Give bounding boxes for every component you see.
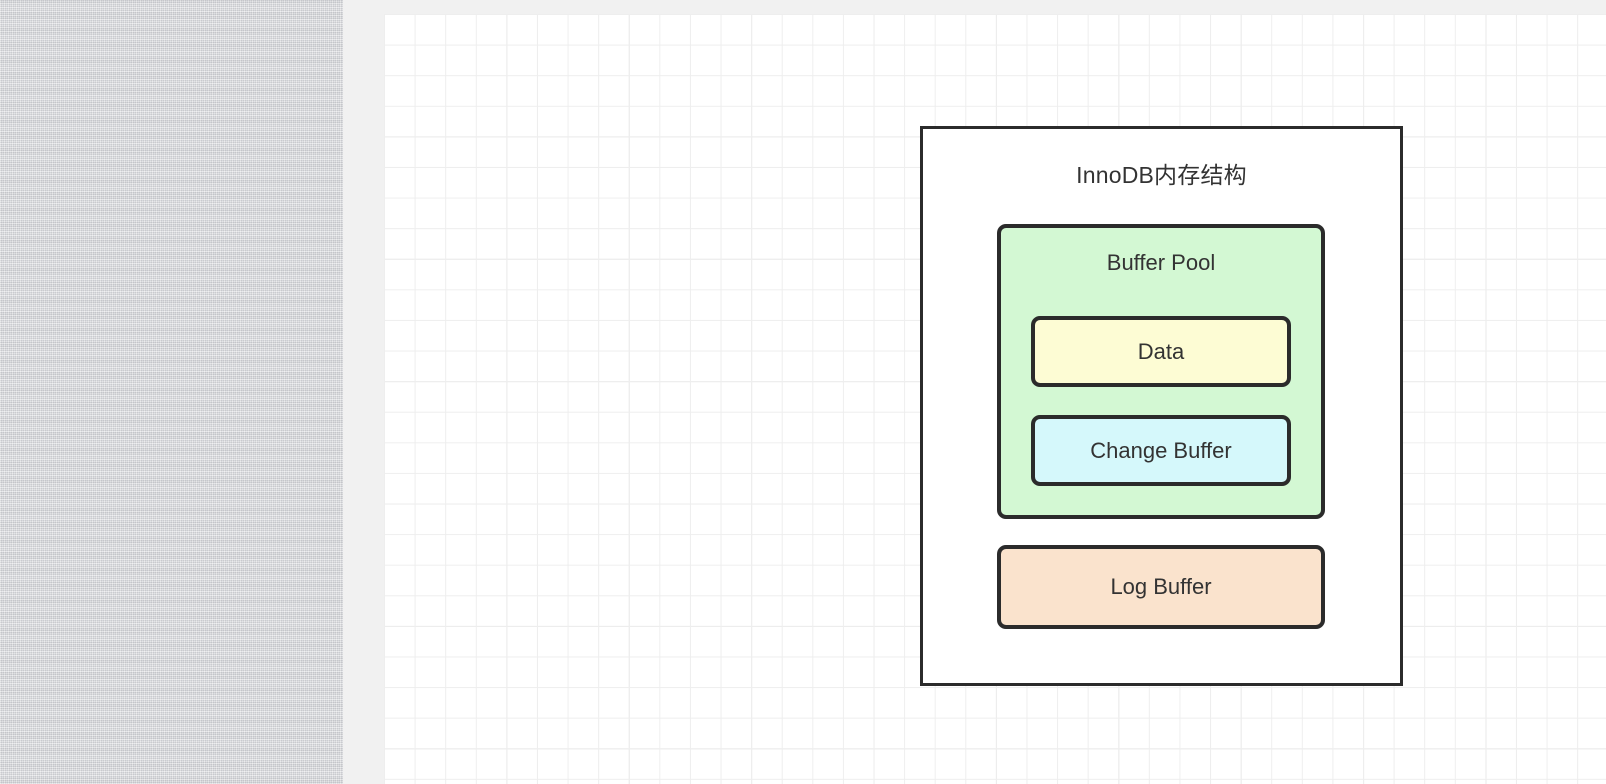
textured-background-panel bbox=[0, 0, 343, 784]
data-box-label: Data bbox=[1137, 338, 1185, 364]
diagram-grid-canvas[interactable]: InnoDB内存结构 Buffer Pool Data Change Buffe… bbox=[384, 14, 1606, 784]
data-box[interactable]: Data bbox=[1031, 316, 1291, 387]
log-buffer-box-label: Log Buffer bbox=[1110, 574, 1212, 599]
change-buffer-box[interactable]: Change Buffer bbox=[1031, 415, 1291, 486]
log-buffer-box[interactable]: Log Buffer bbox=[997, 545, 1325, 629]
diagram-title: InnoDB内存结构 bbox=[1076, 162, 1247, 188]
change-buffer-box-label: Change Buffer bbox=[1090, 437, 1232, 463]
buffer-pool-label: Buffer Pool bbox=[1106, 250, 1216, 275]
